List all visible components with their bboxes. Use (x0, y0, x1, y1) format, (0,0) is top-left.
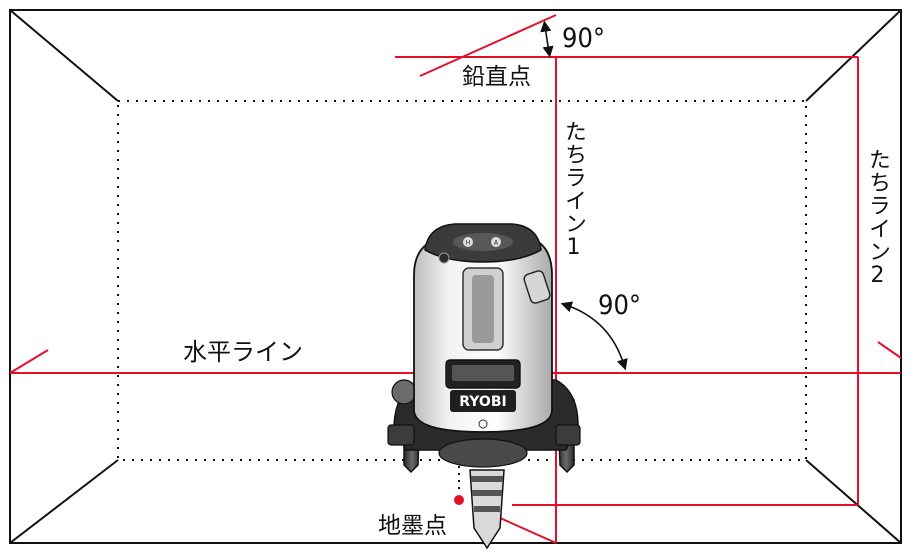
vertical-window-inner (472, 275, 494, 343)
ground-point-label: 地墨点 (378, 513, 447, 539)
button-a-label: A (494, 240, 499, 247)
ceiling-diagonal-line (419, 14, 557, 77)
brand-label: RYOBI (459, 394, 506, 410)
room-outline (9, 9, 902, 544)
back-wall-dotted (117, 100, 807, 461)
angle-label-middle: 90° (598, 290, 642, 321)
horizontal-line-label: 水平ライン (183, 338, 303, 366)
horizontal-line-left-wall (9, 349, 49, 374)
power-button (438, 252, 450, 264)
corner-edge-top-right (805, 9, 902, 102)
base-collar (438, 438, 528, 468)
left-base-knob (387, 424, 415, 446)
corner-edge-bottom-right (805, 459, 902, 544)
tip-band-1 (471, 476, 503, 482)
plumb-point-label: 鉛直点 (462, 64, 531, 90)
corner-edge-bottom-left (9, 459, 119, 544)
laser-level-device: H A RYOBI (387, 223, 581, 550)
angle-arrow-top (540, 20, 554, 58)
vertical-line-1-label: たちライン1 (561, 120, 586, 261)
ground-point-dot (454, 495, 464, 505)
level-indicator (478, 419, 488, 429)
corner-edge-top-left (9, 9, 119, 102)
vertical-line-2-label: たちライン2 (865, 148, 890, 289)
angle-label-top: 90° (562, 23, 606, 54)
button-a (491, 237, 501, 247)
tip-band-3 (474, 506, 500, 512)
button-h (463, 237, 473, 247)
horizontal-window-inner (452, 365, 514, 381)
tip-band-2 (472, 490, 502, 496)
control-panel (453, 233, 513, 251)
right-base-knob (555, 424, 581, 446)
side-laser-window (523, 270, 551, 304)
ground-point-marker (454, 466, 464, 505)
angle-arrow-middle (560, 301, 628, 371)
brand-plate (450, 390, 516, 412)
horizontal-line-right-wall (877, 341, 902, 359)
angle-arrows (540, 20, 628, 371)
vertical-line-1-floor (499, 517, 557, 544)
room-frame (9, 9, 902, 544)
button-h-label: H (466, 240, 471, 247)
side-adjust-knob (391, 379, 417, 405)
